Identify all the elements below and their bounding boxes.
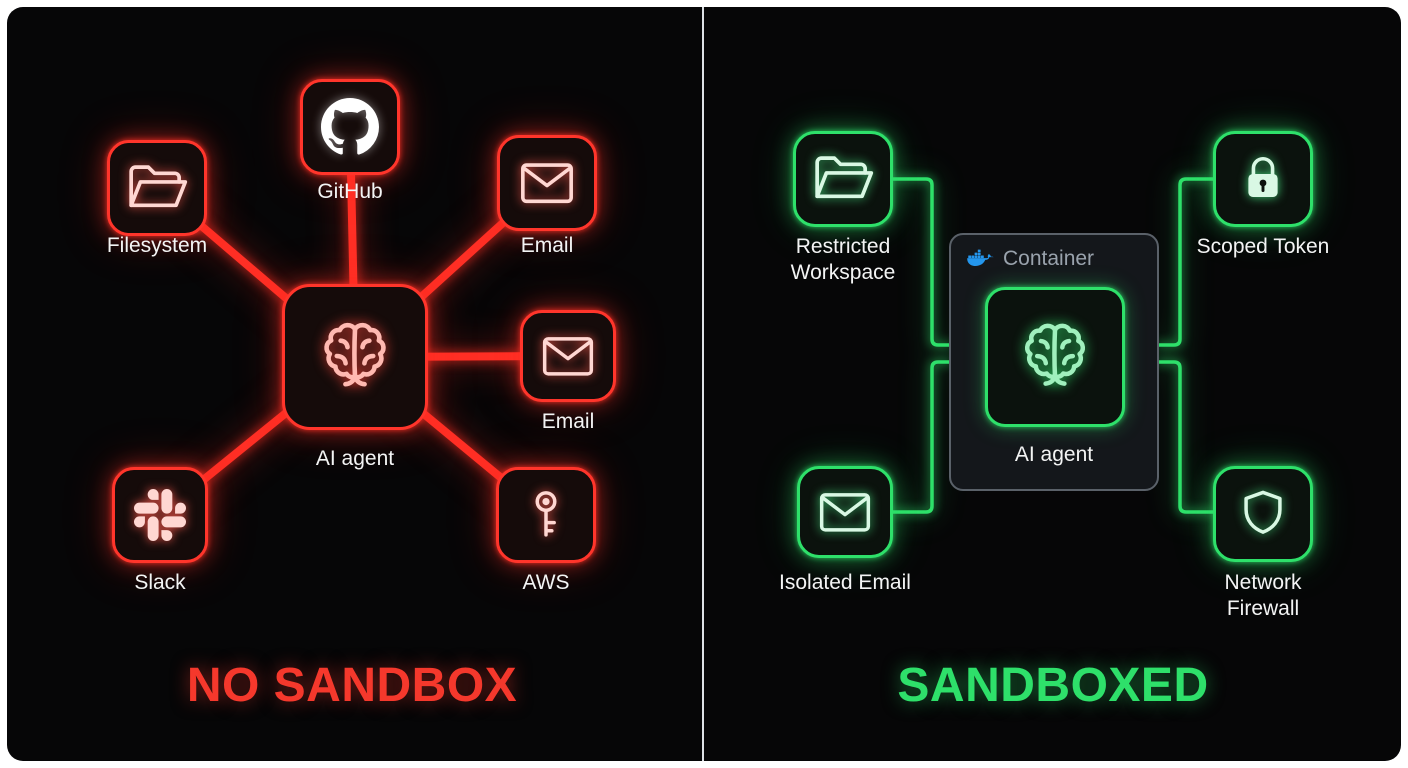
node-label-scoped-token: Scoped Token: [1196, 235, 1330, 258]
shield-icon: [1235, 486, 1291, 542]
node-label-network-firewall: Network Firewall: [1224, 571, 1302, 620]
envelope-icon: [518, 159, 576, 207]
node-ai-agent-left: [282, 284, 428, 430]
envelope-icon: [817, 489, 873, 536]
node-email-2: [520, 310, 616, 402]
key-icon: [518, 487, 574, 543]
panel-divider: [702, 7, 704, 761]
node-aws: [496, 467, 596, 563]
black-board: [7, 7, 1401, 761]
node-label-ai-agent-left: AI agent: [315, 447, 395, 470]
folder-icon: [125, 161, 189, 215]
node-label-email-1: Email: [520, 234, 574, 257]
docker-icon: [967, 249, 994, 268]
left-panel-title: NO SANDBOX: [186, 659, 518, 712]
node-label-filesystem: Filesystem: [106, 234, 208, 257]
envelope-icon: [540, 333, 596, 380]
node-label-aws: AWS: [522, 571, 570, 594]
container-box: Container AI agent: [949, 233, 1159, 491]
node-email-1: [497, 135, 597, 231]
node-scoped-token: [1213, 131, 1313, 227]
node-label-github: GitHub: [317, 180, 383, 203]
brain-icon: [309, 311, 401, 403]
node-label-ai-agent-right: AI agent: [1014, 443, 1094, 466]
brain-icon: [1010, 312, 1100, 402]
node-label-email-2: Email: [541, 410, 595, 433]
node-network-firewall: [1213, 466, 1313, 562]
node-isolated-email: [797, 466, 893, 558]
github-icon: [321, 98, 379, 156]
node-slack: [112, 467, 208, 563]
node-github: [300, 79, 400, 175]
slack-icon: [134, 489, 186, 541]
container-header: Container: [967, 247, 1094, 271]
container-label: Container: [1003, 247, 1095, 270]
node-label-isolated-email: Isolated Email: [779, 571, 911, 594]
node-restricted-workspace: [793, 131, 893, 227]
node-label-restricted-workspace: Restricted Workspace: [790, 235, 896, 284]
right-panel-title: SANDBOXED: [897, 659, 1209, 712]
folder-icon: [811, 152, 875, 206]
node-filesystem: [107, 140, 207, 236]
node-label-slack: Slack: [134, 571, 186, 594]
node-ai-agent-right: [985, 287, 1125, 427]
lock-icon: [1236, 152, 1290, 206]
